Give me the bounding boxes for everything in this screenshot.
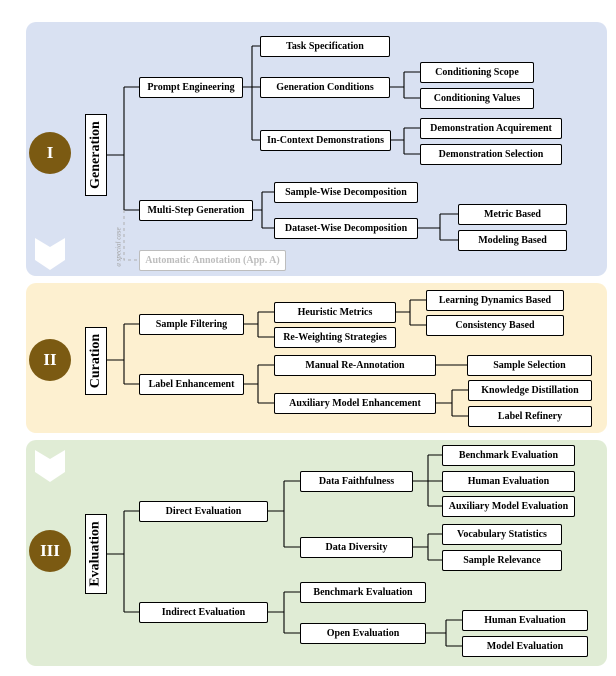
node-sample-selection: Sample Selection <box>467 355 592 376</box>
stage-numeral-badge: I <box>29 132 71 174</box>
node-sample-filtering: Sample Filtering <box>139 314 244 335</box>
node-prompt-engineering: Prompt Engineering <box>139 77 243 98</box>
node-multi-step-generation: Multi-Step Generation <box>139 200 253 221</box>
node-data-faithfulness: Data Faithfulness <box>300 471 413 492</box>
node-demonstration-selection: Demonstration Selection <box>420 144 562 165</box>
node-open-evaluation: Open Evaluation <box>300 623 426 644</box>
stage-numeral-badge: II <box>29 339 71 381</box>
node-in-context-demonstrations: In-Context Demonstrations <box>260 130 391 151</box>
node-sample-wise-decomposition: Sample-Wise Decomposition <box>274 182 418 203</box>
node-label-enhancement: Label Enhancement <box>139 374 244 395</box>
node-model-evaluation: Model Evaluation <box>462 636 588 657</box>
node-label-refinery: Label Refinery <box>468 406 592 427</box>
node-heuristic-metrics: Heuristic Metrics <box>274 302 396 323</box>
node-conditioning-values: Conditioning Values <box>420 88 534 109</box>
node-benchmark-evaluation: Benchmark Evaluation <box>442 445 575 466</box>
node-conditioning-scope: Conditioning Scope <box>420 62 534 83</box>
special-case-note: a special case <box>115 227 124 267</box>
node-manual-re-annotation: Manual Re-Annotation <box>274 355 436 376</box>
node-auxiliary-model-enhancement: Auxiliary Model Enhancement <box>274 393 436 414</box>
node-dataset-wise-decomposition: Dataset-Wise Decomposition <box>274 218 418 239</box>
node-automatic-annotation: Automatic Annotation (App. A) <box>139 250 286 271</box>
node-generation-conditions: Generation Conditions <box>260 77 390 98</box>
node-benchmark-evaluation: Benchmark Evaluation <box>300 582 426 603</box>
chevron-down-icon <box>35 450 65 482</box>
node-sample-relevance: Sample Relevance <box>442 550 562 571</box>
node-direct-evaluation: Direct Evaluation <box>139 501 268 522</box>
node-indirect-evaluation: Indirect Evaluation <box>139 602 268 623</box>
node-demonstration-acquirement: Demonstration Acquirement <box>420 118 562 139</box>
node-modeling-based: Modeling Based <box>458 230 567 251</box>
stage-numeral-badge: III <box>29 530 71 572</box>
node-knowledge-distillation: Knowledge Distillation <box>468 380 592 401</box>
node-metric-based: Metric Based <box>458 204 567 225</box>
chevron-down-icon <box>35 238 65 270</box>
node-learning-dynamics-based: Learning Dynamics Based <box>426 290 564 311</box>
stage-title: Curation <box>85 327 107 395</box>
node-data-diversity: Data Diversity <box>300 537 413 558</box>
node-consistency-based: Consistency Based <box>426 315 564 336</box>
stage-title: Generation <box>85 114 107 196</box>
node-human-evaluation: Human Evaluation <box>442 471 575 492</box>
stage-title: Evaluation <box>85 514 107 594</box>
node-task-specification: Task Specification <box>260 36 390 57</box>
node-auxiliary-model-evaluation: Auxiliary Model Evaluation <box>442 496 575 517</box>
node-vocabulary-statistics: Vocabulary Statistics <box>442 524 562 545</box>
node-re-weighting-strategies: Re-Weighting Strategies <box>274 327 396 348</box>
node-human-evaluation: Human Evaluation <box>462 610 588 631</box>
